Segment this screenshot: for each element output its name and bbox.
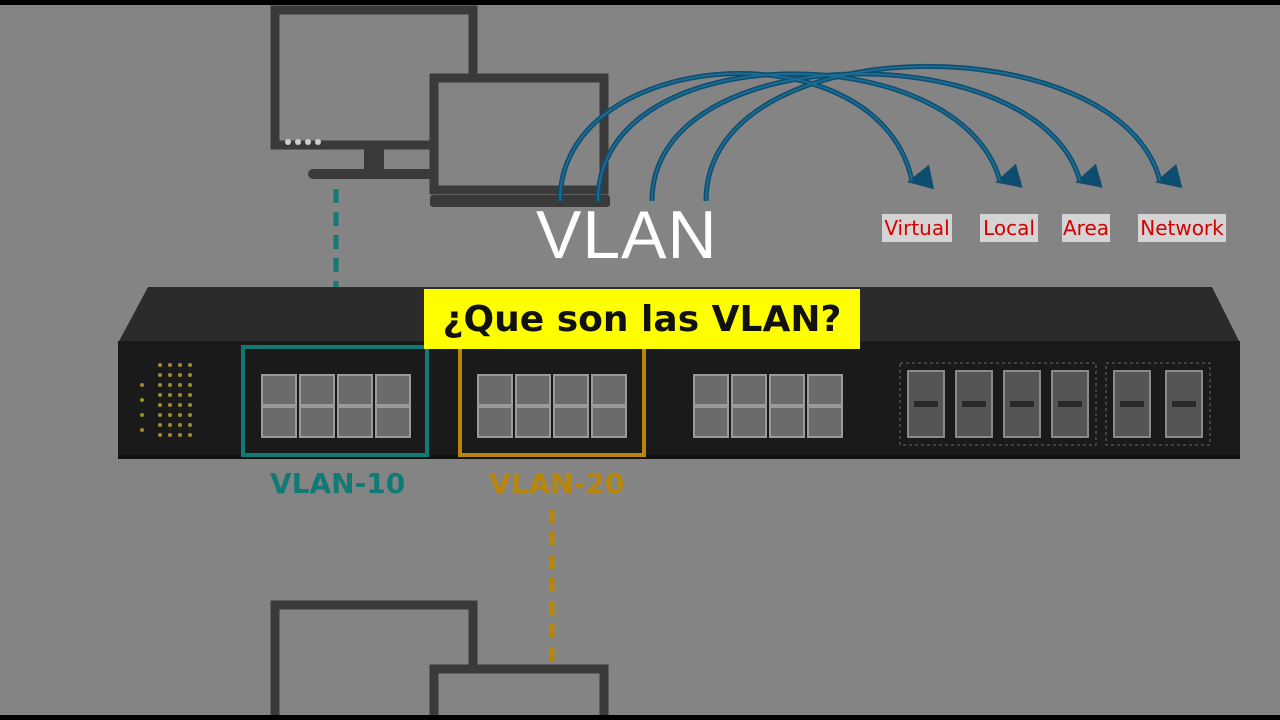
vlan20-ports (477, 374, 627, 438)
network-switch (118, 287, 1240, 459)
vlan10-port-group (241, 345, 429, 457)
top-laptop-icon (429, 73, 610, 207)
arrow-network (703, 64, 1183, 202)
other-ports (693, 374, 843, 438)
arrow-local (595, 71, 1023, 202)
acronym-arrows (557, 64, 1183, 202)
vlan20-label: VLAN-20 (489, 467, 625, 500)
arrow-area (649, 71, 1103, 202)
word-local: Local (980, 214, 1038, 242)
status-leds (140, 363, 192, 437)
word-network: Network (1138, 214, 1226, 242)
word-virtual: Virtual (882, 214, 952, 242)
vlan10-label: VLAN-10 (270, 467, 406, 500)
vlan10-ports (261, 374, 411, 438)
word-area: Area (1062, 214, 1110, 242)
bottom-laptop-icon (429, 664, 609, 715)
arrow-virtual (557, 71, 935, 202)
diagram-canvas (118, 5, 1240, 715)
acronym-arrows-inner (559, 65, 1161, 202)
vlan-diagram: VLAN Virtual Local Area Network ¿Que son… (0, 5, 1280, 715)
acronym-text: VLAN (536, 197, 718, 273)
title-banner: ¿Que son las VLAN? (424, 289, 860, 349)
